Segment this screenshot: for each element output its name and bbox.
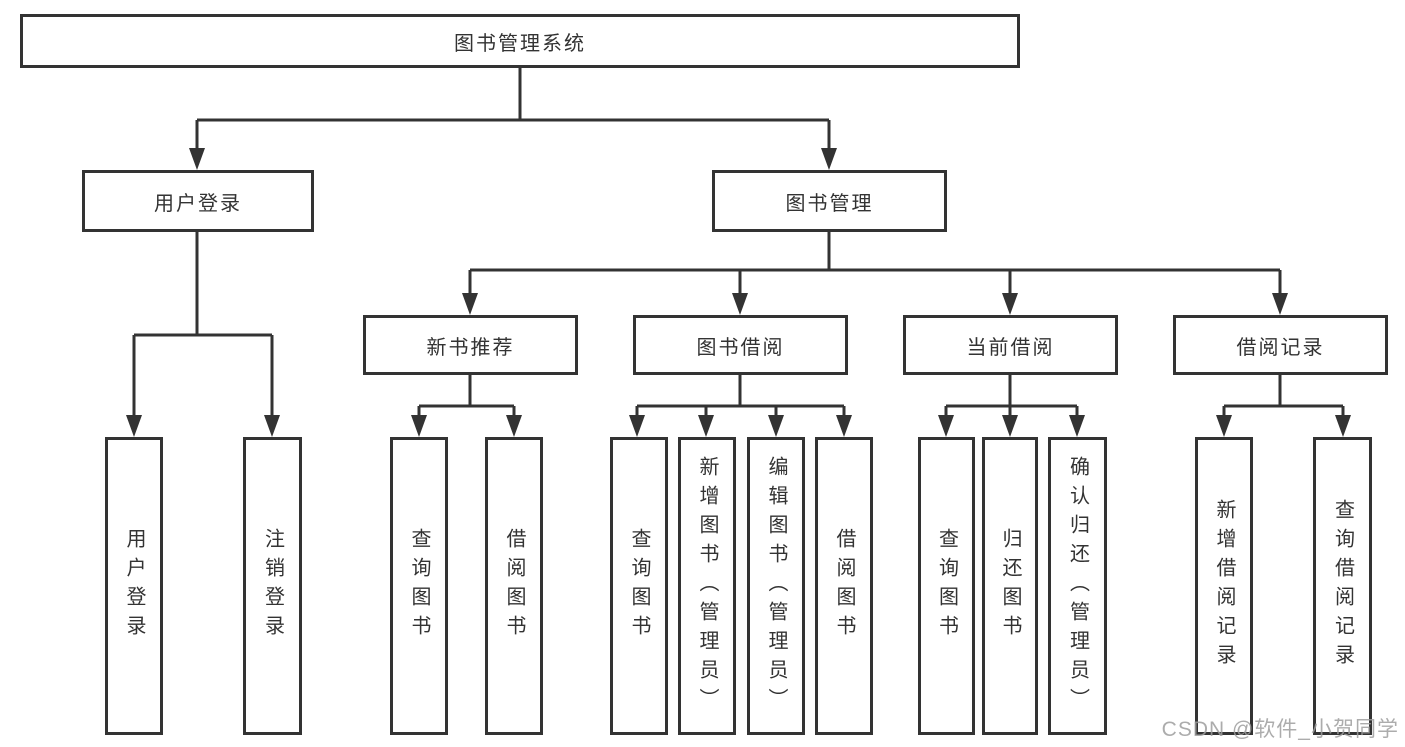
leaf-edit-books-admin: 编辑图书（管理员） <box>747 437 805 735</box>
leaf-label: 查询图书 <box>628 528 650 644</box>
leaf-confirm-return-admin: 确认归还（管理员） <box>1048 437 1107 735</box>
node-root: 图书管理系统 <box>20 14 1020 68</box>
leaf-label: 借阅图书 <box>833 528 855 644</box>
leaf-user-login: 用户登录 <box>105 437 163 735</box>
leaf-label: 查询图书 <box>935 528 958 644</box>
leaf-borrow-books: 借阅图书 <box>815 437 873 735</box>
leaf-label: 借阅图书 <box>503 528 525 644</box>
leaf-borrow-books-recommend: 借阅图书 <box>485 437 543 735</box>
node-book-borrow: 图书借阅 <box>633 315 848 375</box>
leaf-label: 归还图书 <box>999 528 1021 644</box>
node-current-borrow: 当前借阅 <box>903 315 1118 375</box>
node-new-book-recommend: 新书推荐 <box>363 315 578 375</box>
leaf-label: 用户登录 <box>123 528 145 644</box>
leaf-query-books-borrow: 查询图书 <box>610 437 668 735</box>
leaf-logout: 注销登录 <box>243 437 302 735</box>
leaf-label: 确认归还（管理员） <box>1066 455 1089 717</box>
leaf-query-books-current: 查询图书 <box>918 437 975 735</box>
leaf-label: 编辑图书（管理员） <box>765 455 787 717</box>
leaf-add-borrow-record: 新增借阅记录 <box>1195 437 1253 735</box>
leaf-label: 查询图书 <box>408 528 430 644</box>
node-book-management-branch: 图书管理 <box>712 170 947 232</box>
leaf-add-books-admin: 新增图书（管理员） <box>678 437 736 735</box>
leaf-label: 注销登录 <box>261 528 284 644</box>
node-borrow-records: 借阅记录 <box>1173 315 1388 375</box>
leaf-label: 查询借阅记录 <box>1331 499 1354 673</box>
leaf-query-borrow-record: 查询借阅记录 <box>1313 437 1372 735</box>
leaf-label: 新增借阅记录 <box>1213 499 1235 673</box>
leaf-query-books-recommend: 查询图书 <box>390 437 448 735</box>
leaf-return-books: 归还图书 <box>982 437 1038 735</box>
csdn-watermark: CSDN @软件_小贺同学 <box>1161 718 1399 741</box>
leaf-label: 新增图书（管理员） <box>696 455 718 717</box>
node-user-login-branch: 用户登录 <box>82 170 314 232</box>
